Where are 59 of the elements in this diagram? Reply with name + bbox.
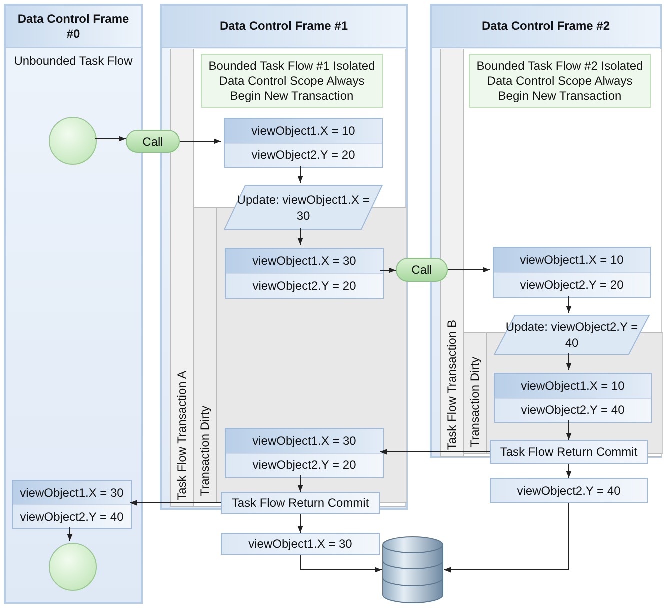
arrow	[380, 449, 490, 455]
arrow	[67, 526, 73, 542]
value-box	[225, 248, 384, 299]
value-row: viewObject1.X = 10	[225, 119, 382, 144]
arrow	[566, 296, 572, 314]
call-node: Call	[396, 258, 448, 282]
arrow	[448, 267, 490, 273]
value-row: viewObject2.Y = 20	[226, 454, 383, 477]
step-label: Task Flow Return Commit	[222, 493, 379, 513]
arrow	[298, 166, 304, 184]
lane-title: Data Control Frame #1	[162, 6, 406, 48]
circle-node	[49, 543, 97, 591]
scope-note: Bounded Task Flow #2 Isolated Data Control Scope Always Begin New Transaction	[469, 54, 651, 108]
value-row: viewObject2.Y = 40	[495, 398, 651, 422]
arrow	[298, 514, 304, 534]
value-box	[224, 118, 383, 168]
arrow	[444, 502, 570, 573]
value-row: viewObject2.Y = 20	[225, 144, 382, 167]
value-row: viewObject1.X = 10	[495, 374, 651, 398]
value-row: viewObject2.Y = 20	[226, 274, 383, 298]
arrow	[298, 228, 304, 246]
value-box	[12, 480, 132, 529]
value-row: viewObject1.X = 30	[226, 249, 383, 274]
value-box	[225, 428, 384, 478]
arrow	[94, 136, 126, 142]
value-box	[493, 247, 651, 298]
value-box	[494, 373, 652, 423]
lane-title: Data Control Frame #0	[6, 6, 141, 48]
band-label: Transaction Dirty	[197, 406, 213, 496]
band-label: Task Flow Transaction B	[444, 320, 460, 450]
update-parallelogram	[493, 315, 651, 355]
value-row: viewObject1.X = 30	[13, 481, 131, 505]
value-row: viewObject1.X = 30	[226, 429, 383, 454]
swimlane	[4, 4, 143, 604]
step-label: viewObject1.X = 30	[222, 534, 379, 554]
band-label: Task Flow Transaction A	[174, 370, 190, 500]
lane-title: Data Control Frame #2	[432, 6, 660, 48]
arrow	[566, 352, 572, 370]
band-label: Transaction Dirty	[467, 356, 483, 447]
arrow	[380, 268, 396, 274]
value-row: viewObject2.Y = 20	[494, 273, 650, 297]
update-parallelogram	[223, 185, 384, 230]
arrow	[130, 500, 222, 506]
step-label: Task Flow Return Commit	[491, 441, 647, 463]
update-text: Update: viewObject1.X = 30	[236, 192, 371, 224]
call-node: Call	[126, 130, 180, 153]
arrow	[298, 474, 304, 492]
arrow	[566, 420, 572, 440]
arrow	[300, 554, 382, 573]
arrow	[180, 138, 222, 144]
circle-node	[49, 117, 97, 165]
arrow	[566, 464, 572, 478]
lane-subtitle: Unbounded Task Flow	[13, 54, 134, 68]
value-row: viewObject2.Y = 40	[13, 505, 131, 528]
update-text: Update: viewObject2.Y = 40	[504, 319, 640, 352]
database-cylinder	[382, 536, 444, 604]
scope-note: Bounded Task Flow #1 Isolated Data Control Scope Always Begin New Transaction	[201, 54, 383, 108]
step-label: viewObject2.Y = 40	[491, 479, 647, 502]
value-row: viewObject1.X = 10	[494, 248, 650, 273]
